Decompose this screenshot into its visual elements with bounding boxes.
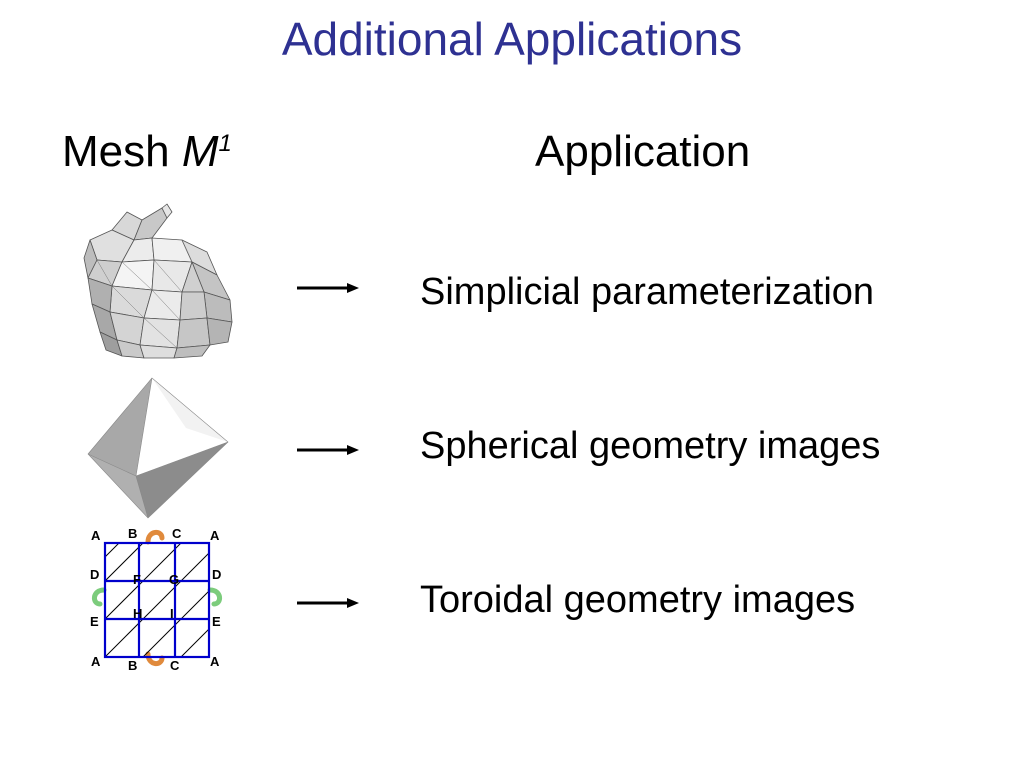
top-label-b: B — [128, 526, 137, 541]
corner-label-bottom-left: A — [91, 654, 101, 669]
inner-label-f: F — [133, 572, 141, 587]
wrap-arrow-left-icon — [92, 587, 107, 607]
inner-label-g: G — [169, 572, 179, 587]
left-label-e: E — [90, 614, 99, 629]
bottom-label-c: C — [170, 658, 180, 673]
arrow-spherical — [297, 445, 359, 455]
corner-label-top-left: A — [91, 528, 101, 543]
slide-title: Additional Applications — [281, 13, 743, 65]
right-label-d: D — [212, 567, 221, 582]
inner-label-h: H — [133, 606, 142, 621]
corner-label-top-right: A — [210, 528, 220, 543]
inner-label-i: I — [170, 606, 174, 621]
wrap-arrow-right-icon — [207, 587, 222, 607]
arrow-toroidal — [297, 598, 359, 608]
octahedron-image — [87, 377, 229, 519]
application-label-simplicial: Simplicial parameterization — [420, 271, 875, 313]
mesh-prefix: Mesh — [62, 127, 182, 176]
column-header-application: Application — [535, 127, 751, 176]
bunny-mesh-image — [83, 203, 233, 359]
wrap-arrow-top-icon — [145, 530, 165, 545]
mesh-variable: M — [181, 127, 219, 176]
corner-label-bottom-right: A — [210, 654, 220, 669]
torus-grid-diagram: A A A A B C B C D E D E F G H I — [90, 526, 222, 673]
top-label-c: C — [172, 526, 182, 541]
arrow-simplicial — [297, 283, 359, 293]
right-label-e: E — [212, 614, 221, 629]
application-label-toroidal: Toroidal geometry images — [420, 579, 856, 621]
wrap-arrow-bottom-icon — [145, 651, 165, 666]
bottom-label-b: B — [128, 658, 137, 673]
column-header-mesh: Mesh M1 — [62, 126, 232, 179]
mesh-superscript: 1 — [218, 130, 232, 157]
application-label-spherical: Spherical geometry images — [420, 425, 881, 467]
left-label-d: D — [90, 567, 99, 582]
